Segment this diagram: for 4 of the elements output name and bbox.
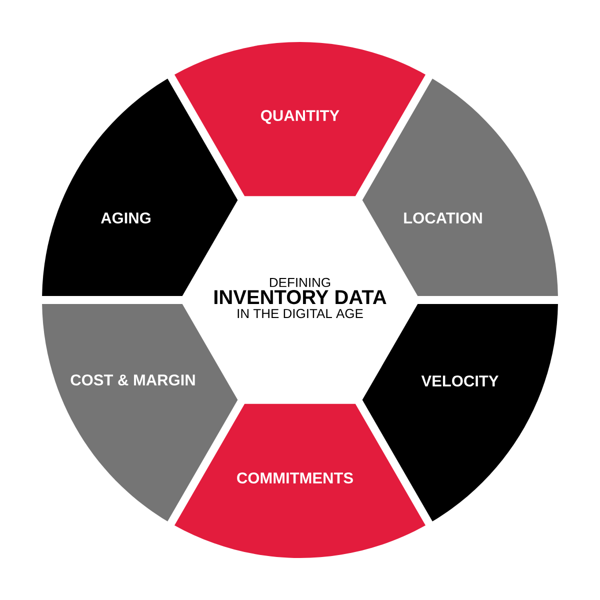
ring-segment: COMMITMENTS bbox=[174, 404, 426, 558]
ring-segment: VELOCITY bbox=[362, 304, 558, 522]
ring-segment: COST & MARGIN bbox=[42, 304, 238, 522]
ring-segment: QUANTITY bbox=[174, 42, 426, 196]
